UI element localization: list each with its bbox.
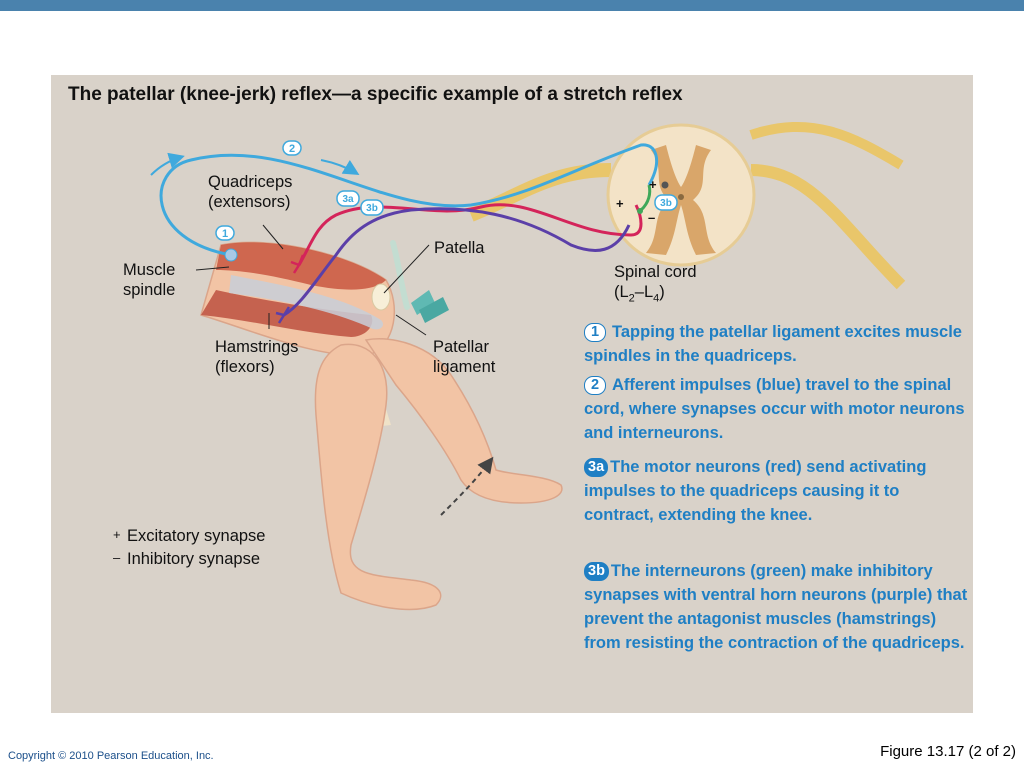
- muscle-spindle-label-line1: Muscle: [123, 261, 176, 279]
- motor-endplate: [290, 254, 305, 274]
- legend-excitatory-symbol: +: [113, 527, 121, 542]
- quadriceps-label-line2: (extensors): [208, 193, 291, 211]
- marker-3b-cord-text: 3b: [660, 198, 672, 209]
- reflex-hammer: [390, 240, 449, 323]
- legend-excitatory: + Excitatory synapse: [113, 527, 265, 546]
- cord-minus: –: [648, 210, 655, 225]
- marker-1: 1: [215, 225, 235, 241]
- marker-2-text: 2: [289, 143, 295, 155]
- purple-endplate: [275, 306, 291, 324]
- marker-3b-leg-text: 3b: [366, 203, 378, 214]
- quadriceps-label: Quadriceps (extensors): [208, 172, 292, 212]
- legend-inhibitory: –Inhibitory synapse: [113, 550, 260, 569]
- hamstrings-label-line1: Hamstrings: [215, 338, 299, 356]
- step-3a-text: The motor neurons (red) send activating …: [584, 458, 927, 524]
- step-2-badge: 2: [584, 376, 606, 395]
- patella-label: Patella: [434, 239, 485, 257]
- legend-inhibitory-symbol: –: [113, 550, 121, 565]
- cord-plus-left: +: [616, 196, 624, 211]
- excitatory-synapse-dot: [661, 181, 669, 189]
- copyright-notice: Copyright © 2010 Pearson Education, Inc.: [8, 750, 214, 762]
- marker-1-text: 1: [222, 228, 228, 240]
- figure-number: Figure 13.17 (2 of 2): [880, 743, 1016, 760]
- marker-3b-leg: 3b: [360, 199, 384, 216]
- step-1-badge: 1: [584, 323, 606, 342]
- tendon-sheath: [229, 275, 384, 330]
- marker-3a: 3a: [336, 190, 360, 207]
- step-2-text: Afferent impulses (blue) travel to the s…: [584, 376, 965, 442]
- nerve-root-right: [750, 164, 906, 290]
- muscle-spindle-ending: [224, 248, 238, 262]
- quadriceps-label-line1: Quadriceps: [208, 173, 293, 191]
- spinal-cord-label-line2: (L2–L4): [614, 283, 665, 305]
- hamstrings-label-line2: (flexors): [215, 358, 275, 376]
- motor-neuron-path: [297, 203, 643, 266]
- marker-3b-cord: 3b: [654, 194, 678, 211]
- quadriceps-pointer: [262, 224, 284, 250]
- figure-title: The patellar (knee-jerk) reflex—a specif…: [68, 84, 683, 105]
- nerve-bundle: [468, 163, 612, 222]
- legend-excitatory-text: Excitatory synapse: [127, 527, 266, 545]
- afferent-arrow-left: [150, 152, 185, 176]
- afferent-arrow-right: [320, 159, 360, 176]
- spinal-cord-label: Spinal cord (L2–L4): [614, 262, 697, 308]
- hamstrings-label: Hamstrings (flexors): [215, 337, 298, 377]
- top-header-bar: [0, 0, 1024, 11]
- muscle-spindle-label-line2: spindle: [123, 281, 176, 299]
- patella-bone: [371, 283, 391, 311]
- step-3b-text: The interneurons (green) make inhibitory…: [584, 562, 968, 652]
- spindle-pointer: [195, 266, 230, 271]
- marker-2: 2: [282, 140, 302, 156]
- spinal-cord-section: [606, 123, 756, 267]
- muscle-spindle-label: Muscle spindle: [123, 260, 175, 300]
- patellar-ligament-label-line2: ligament: [433, 358, 496, 376]
- reflex-illustration: 2 1 3a 3b 3b + + –: [150, 122, 906, 611]
- legend-inhibitory-text: Inhibitory synapse: [127, 550, 260, 568]
- spinal-cord-label-line1: Spinal cord: [614, 263, 697, 281]
- step-3b-badge: 3b: [584, 562, 609, 581]
- afferent-neuron-path: [159, 143, 659, 257]
- ligament-pointer: [395, 314, 427, 336]
- patellar-ligament-label: Patellar ligament: [433, 337, 495, 377]
- patellar-ligament-label-line1: Patellar: [433, 338, 489, 356]
- figure-panel: 2 1 3a 3b 3b + + – The patellar (knee-je…: [51, 75, 973, 713]
- patella-pointer: [383, 244, 430, 294]
- interneuron-path: [639, 184, 652, 212]
- step-1-text: Tapping the patellar ligament excites mu…: [584, 323, 962, 365]
- kick-motion-arrow: [440, 456, 494, 516]
- quadriceps-muscle: [216, 242, 386, 290]
- nerve-root-upper: [749, 122, 904, 170]
- cord-plus-upper: +: [649, 177, 657, 192]
- marker-3a-text: 3a: [342, 194, 354, 205]
- ventral-horn-neuron-path: [283, 207, 631, 317]
- interneuron-synapse: [637, 208, 643, 214]
- step-3a-badge: 3a: [584, 458, 609, 477]
